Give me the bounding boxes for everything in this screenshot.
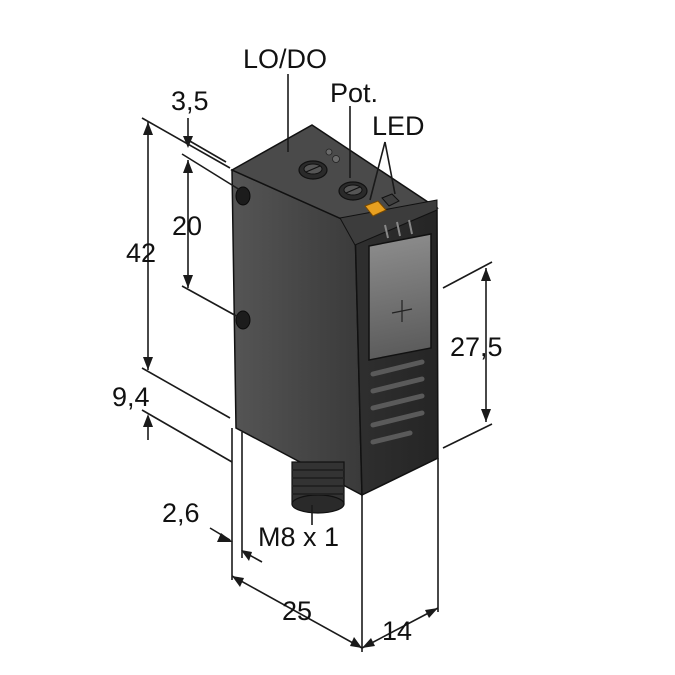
sensor-bevel (339, 199, 438, 246)
potentiometer (338, 181, 368, 201)
label-pot: Pot. (330, 78, 378, 108)
lo-do-switch (298, 160, 328, 180)
mounting-hole-top (235, 186, 251, 206)
dim-width: 25 (282, 596, 312, 626)
dim-hole-spacing: 20 (172, 211, 202, 241)
dim-connector-offset: 2,6 (162, 498, 200, 528)
led-indicator (364, 200, 387, 217)
dim-overall-height: 42 (126, 238, 156, 268)
indicator-dot (332, 155, 340, 163)
sensor-clip (384, 219, 413, 239)
dim-bottom-offset: 9,4 (112, 382, 150, 412)
label-thread: M8 x 1 (258, 522, 339, 552)
m8-connector (291, 461, 345, 514)
dimension-lines (141, 74, 493, 652)
mounting-hole-bottom (235, 310, 251, 330)
labels: LO/DO Pot. LED M8 x 1 3,5 42 20 9,4 2,6 … (112, 44, 503, 646)
led-indicator-secondary (381, 193, 400, 207)
dim-lens-height: 27,5 (450, 332, 503, 362)
lens-crosshair (391, 300, 413, 322)
indicator-dot (325, 148, 333, 156)
vent-slots (370, 359, 425, 445)
dim-top-offset: 3,5 (171, 86, 209, 116)
lens-window (368, 233, 432, 361)
label-lo-do: LO/DO (243, 44, 327, 74)
dim-depth: 14 (382, 616, 412, 646)
sensor-body (230, 124, 439, 514)
label-led: LED (372, 111, 425, 141)
